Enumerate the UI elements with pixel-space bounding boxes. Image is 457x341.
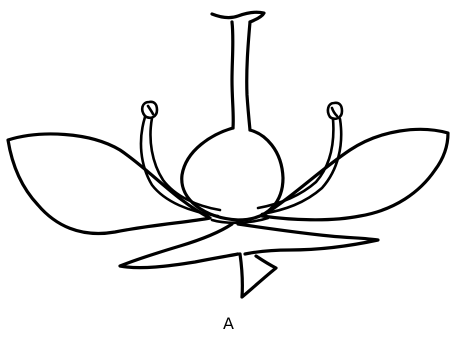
right-lower-lobe	[238, 224, 378, 254]
right-anther-groove	[332, 108, 337, 116]
left-filament-outer	[141, 117, 218, 216]
figure-label: A	[0, 314, 457, 333]
right-anther	[328, 103, 342, 119]
style-right-edge	[247, 22, 250, 130]
left-lower-sepal	[120, 224, 238, 268]
right-filament-inner	[258, 119, 333, 208]
style-left-edge	[232, 22, 233, 128]
left-anther-groove	[148, 106, 153, 114]
left-petal	[8, 134, 210, 233]
stigma	[212, 12, 264, 22]
pedicel	[240, 254, 276, 297]
